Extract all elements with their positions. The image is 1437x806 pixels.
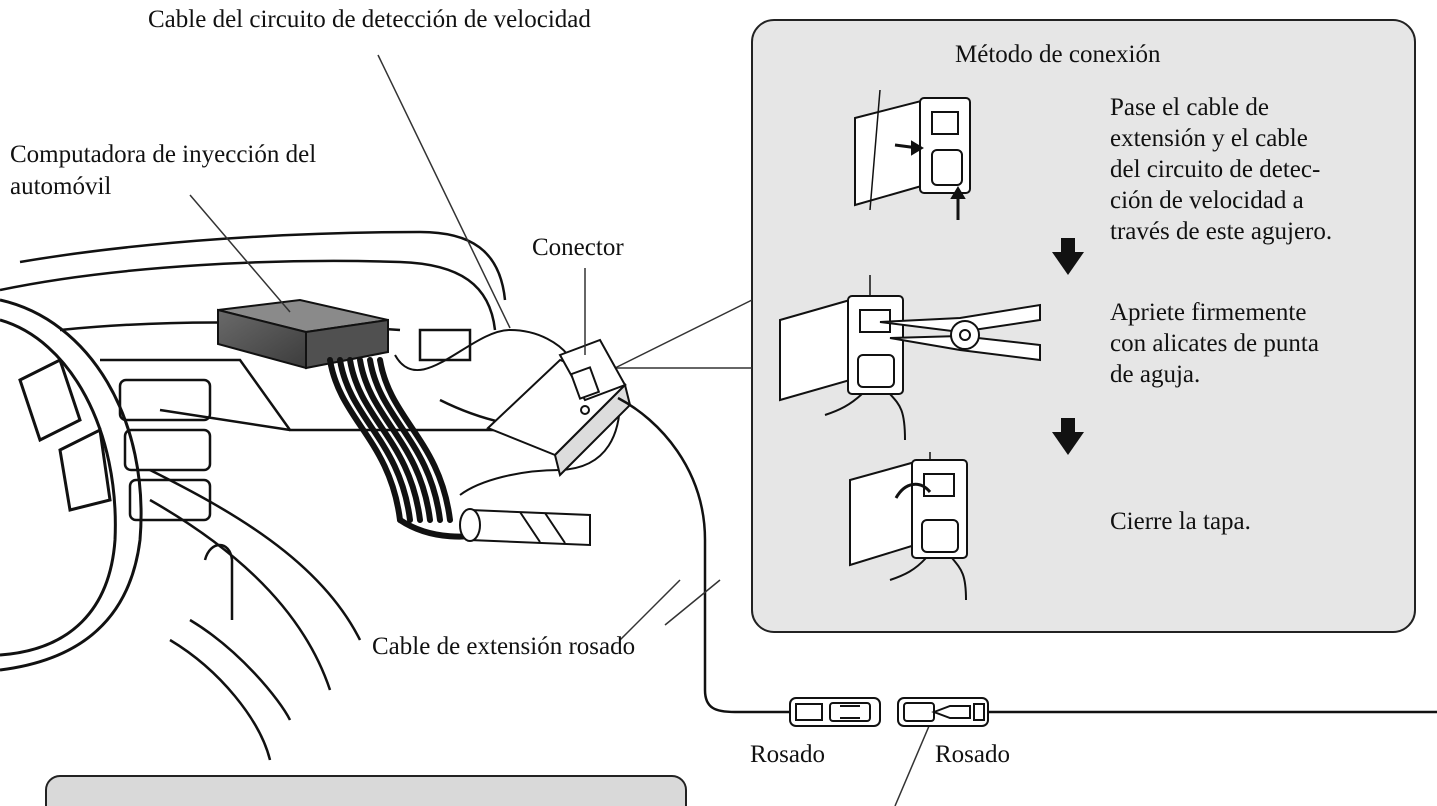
- gear-lever: [169, 543, 292, 761]
- leader-lines: [189, 54, 936, 806]
- method-panel-title: Método de conexión: [955, 41, 1161, 68]
- harness-sleeve: [459, 508, 591, 547]
- step-2-line: de aguja.: [1110, 361, 1201, 388]
- wire-bundle: [327, 357, 503, 540]
- step-2-line: con alicates de punta: [1110, 330, 1319, 357]
- down-arrow-icon: [1052, 238, 1084, 275]
- step3-illustration: [849, 452, 968, 601]
- step-2-text: Apriete firmemente con alicates de punta…: [1110, 297, 1319, 390]
- computer-label-line2: automóvil: [10, 173, 112, 200]
- speed-cable-label: Cable del circuito de detección de veloc…: [148, 6, 591, 33]
- connector-icon: [486, 338, 632, 477]
- extension-cable-label: Cable de extensión rosado: [372, 633, 636, 660]
- pink-connector-right: [897, 697, 989, 727]
- callout-lines: [614, 299, 753, 369]
- center-vents: [118, 378, 212, 522]
- injection-computer: [217, 298, 389, 370]
- step-2-line: Apriete firmemente: [1110, 299, 1307, 326]
- step-1-line: Pase el cable de: [1110, 94, 1269, 121]
- down-arrow-icon: [1052, 418, 1084, 455]
- step-1-line: extensión y el cable: [1110, 125, 1308, 152]
- steering-wheel: [0, 298, 143, 672]
- step1-illustration: [854, 89, 971, 220]
- extension-cable: [617, 396, 1437, 714]
- pink-connector-left: [789, 697, 881, 727]
- step-3-text: Cierre la tapa.: [1110, 506, 1251, 537]
- step-1-text: Pase el cable de extensión y el cable de…: [1110, 92, 1332, 247]
- pink-label-left: Rosado: [750, 741, 825, 768]
- step-1-line: del circuito de detec-: [1110, 156, 1321, 183]
- computer-label-line1: Computadora de inyección del: [10, 141, 317, 168]
- connector-label: Conector: [532, 234, 624, 261]
- step2-illustration: [779, 275, 906, 441]
- step-3-line: Cierre la tapa.: [1110, 508, 1251, 535]
- pliers-icon: [879, 303, 1041, 362]
- step-1-line: través de este agujero.: [1110, 218, 1333, 245]
- pink-label-right: Rosado: [935, 741, 1010, 768]
- step-1-line: ción de velocidad a: [1110, 187, 1304, 214]
- note-box: [45, 775, 687, 806]
